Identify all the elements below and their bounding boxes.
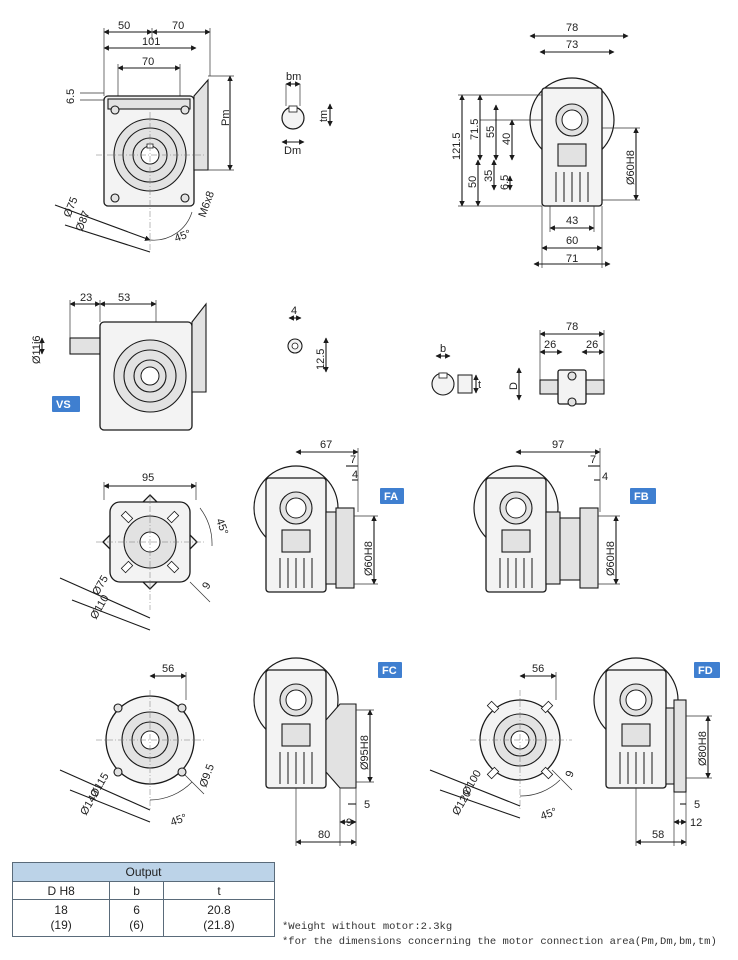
dim-bm: bm <box>286 71 301 83</box>
dim-9-r2: 9 <box>564 769 577 779</box>
dim-d80h8: Ø80H8 <box>697 731 709 766</box>
dim-tm: tm <box>318 110 330 122</box>
note-motor-dimensions: *for the dimensions concerning the motor… <box>282 936 717 948</box>
dim-9: 9 <box>200 580 213 591</box>
view-shaft-key: bm tm Dm <box>281 71 333 157</box>
view-fa: 67 7 4 Ø60H8 FA <box>253 439 404 593</box>
dim-97: 97 <box>552 439 564 451</box>
dim-6-5: 6.5 <box>65 89 77 104</box>
dim-78b: 78 <box>566 321 578 333</box>
dim-pm: Pm <box>220 110 232 127</box>
dim-b: b <box>440 343 446 355</box>
dim-d11j6: Ø11j6 <box>31 335 43 364</box>
dim-121-5: 121.5 <box>451 132 463 160</box>
view-top-left: 50 70 101 70 6.5 Pm Ø75 Ø87 M6x8 45° <box>54 20 234 253</box>
tag-fb: FB <box>630 488 656 504</box>
dim-t: t <box>478 379 481 391</box>
dim-45deg-d: 45° <box>539 806 559 823</box>
dim-d60h8-fb: Ø60H8 <box>605 541 617 576</box>
dim-56: 56 <box>162 663 174 675</box>
dim-45deg-c: 45° <box>169 812 189 829</box>
tag-vs: VS <box>52 396 80 412</box>
dim-7: 7 <box>350 454 356 466</box>
dim-80: 80 <box>318 829 330 841</box>
dim-70: 70 <box>172 20 184 32</box>
dim-45deg: 45° <box>173 228 193 245</box>
view-fc: Ø95H8 5 9 80 FC <box>253 657 402 846</box>
view-output-key: b t D <box>431 343 522 401</box>
dim-dm: Dm <box>284 145 301 157</box>
header-b: b <box>109 881 164 900</box>
svg-text:FB: FB <box>634 491 649 503</box>
dim-m6x8: M6x8 <box>197 190 217 219</box>
view-flange-round-1: 56 Ø115 Ø140 Ø9.5 45° <box>59 663 217 829</box>
dim-50: 50 <box>467 176 479 188</box>
dim-d60h8: Ø60H8 <box>625 150 637 185</box>
dim-12-5: 12.5 <box>315 349 327 370</box>
dim-23: 23 <box>80 292 92 304</box>
view-flange-square: 95 45° Ø75 Ø110 9 <box>59 472 230 631</box>
dim-95: 95 <box>142 472 154 484</box>
dim-4b: 4 <box>352 469 358 481</box>
dim-71-5: 71.5 <box>469 119 481 140</box>
view-vs: 23 53 Ø11j6 VS <box>31 292 207 431</box>
tag-fc: FC <box>378 662 402 678</box>
dim-d95h8: Ø95H8 <box>359 735 371 770</box>
value-t: 20.8 (21.8) <box>162 899 276 937</box>
dim-101: 101 <box>142 36 160 48</box>
dim-7-fb: 7 <box>590 454 596 466</box>
svg-text:VS: VS <box>56 399 71 411</box>
dim-d140: Ø140 <box>78 788 102 817</box>
dim-56b: 56 <box>532 663 544 675</box>
view-double-shaft: 78 26 26 <box>539 321 605 407</box>
output-table: Output D H8 b t 18 (19) 6 (6) 20.8 (21.8… <box>11 862 276 937</box>
dim-d60h8-fa: Ø60H8 <box>363 541 375 576</box>
svg-text:FA: FA <box>384 491 398 503</box>
dim-d: D <box>508 382 520 390</box>
dim-45deg-b: 45° <box>213 517 230 537</box>
dim-71: 71 <box>566 253 578 265</box>
view-fd: Ø80H8 5 12 58 FD <box>593 657 720 846</box>
dim-12: 12 <box>690 817 702 829</box>
value-d-h8: 18 (19) <box>11 899 111 937</box>
dim-35: 35 <box>483 170 495 182</box>
tag-fa: FA <box>380 488 404 504</box>
dim-70b: 70 <box>142 56 154 68</box>
view-fb: 97 7 4 Ø60H8 FB <box>473 439 656 593</box>
dim-5-fc: 5 <box>364 799 370 811</box>
view-flange-round-2: 56 Ø100 Ø120 9 45° <box>429 663 577 823</box>
dim-6-5b: 6.5 <box>499 175 511 190</box>
dim-55: 55 <box>485 126 497 138</box>
dim-50: 50 <box>118 20 130 32</box>
dim-67: 67 <box>320 439 332 451</box>
view-small-key: 4 12.5 <box>287 305 329 373</box>
dim-5-fd: 5 <box>694 799 700 811</box>
dim-43: 43 <box>566 215 578 227</box>
dim-4-fb: 4 <box>602 471 608 483</box>
output-table-title: Output <box>12 862 275 882</box>
dim-d75: Ø75 <box>62 195 81 219</box>
dim-9-fc: 9 <box>346 817 352 829</box>
dim-53: 53 <box>118 292 130 304</box>
view-top-right: 78 73 121.5 71.5 55 40 50 35 6.5 Ø60H8 <box>451 22 640 268</box>
dim-4: 4 <box>291 305 297 317</box>
header-t: t <box>162 881 276 900</box>
dim-78: 78 <box>566 22 578 34</box>
note-weight: *Weight without motor:2.3kg <box>282 921 453 933</box>
dim-58: 58 <box>652 829 664 841</box>
svg-text:FC: FC <box>382 665 397 677</box>
svg-text:FD: FD <box>698 665 713 677</box>
value-b: 6 (6) <box>109 899 164 937</box>
dim-73: 73 <box>566 39 578 51</box>
dim-26a: 26 <box>544 339 556 351</box>
tag-fd: FD <box>694 662 720 678</box>
dim-26b: 26 <box>586 339 598 351</box>
header-d-h8: D H8 <box>11 881 111 900</box>
dim-60: 60 <box>566 235 578 247</box>
dim-40: 40 <box>501 133 513 145</box>
dim-d9-5: Ø9.5 <box>198 763 217 790</box>
dim-d120: Ø120 <box>450 788 474 817</box>
